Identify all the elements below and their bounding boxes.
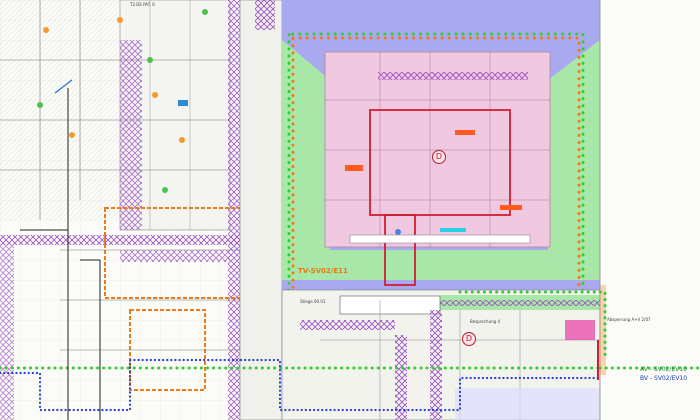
lower-rooms bbox=[281, 289, 601, 420]
room-tag-b: Besprechung 4 bbox=[470, 319, 501, 324]
cable-lines bbox=[20, 88, 101, 420]
central-zone bbox=[282, 0, 600, 290]
zone-label: TV-SV02/E11 bbox=[298, 267, 348, 275]
middle-rooms bbox=[60, 0, 283, 420]
right-edge bbox=[599, 0, 700, 420]
route-green bbox=[0, 290, 700, 370]
marker-d-upper[interactable]: D bbox=[432, 150, 446, 164]
room-tag-a: Stiege 00.01 bbox=[300, 299, 326, 304]
route-label-green: AV - SV02/EV10 bbox=[640, 366, 687, 373]
marker-d-lower[interactable]: D bbox=[462, 332, 476, 346]
route-label-blue: BV - SV02/EV10 bbox=[640, 375, 688, 382]
route-blue bbox=[0, 358, 602, 412]
orange-dashed-zone-left bbox=[104, 207, 246, 299]
side-note: Absperrung A+V 2/07 bbox=[607, 317, 651, 322]
top-left-label: T2.DE PAT. 6 bbox=[130, 2, 155, 7]
